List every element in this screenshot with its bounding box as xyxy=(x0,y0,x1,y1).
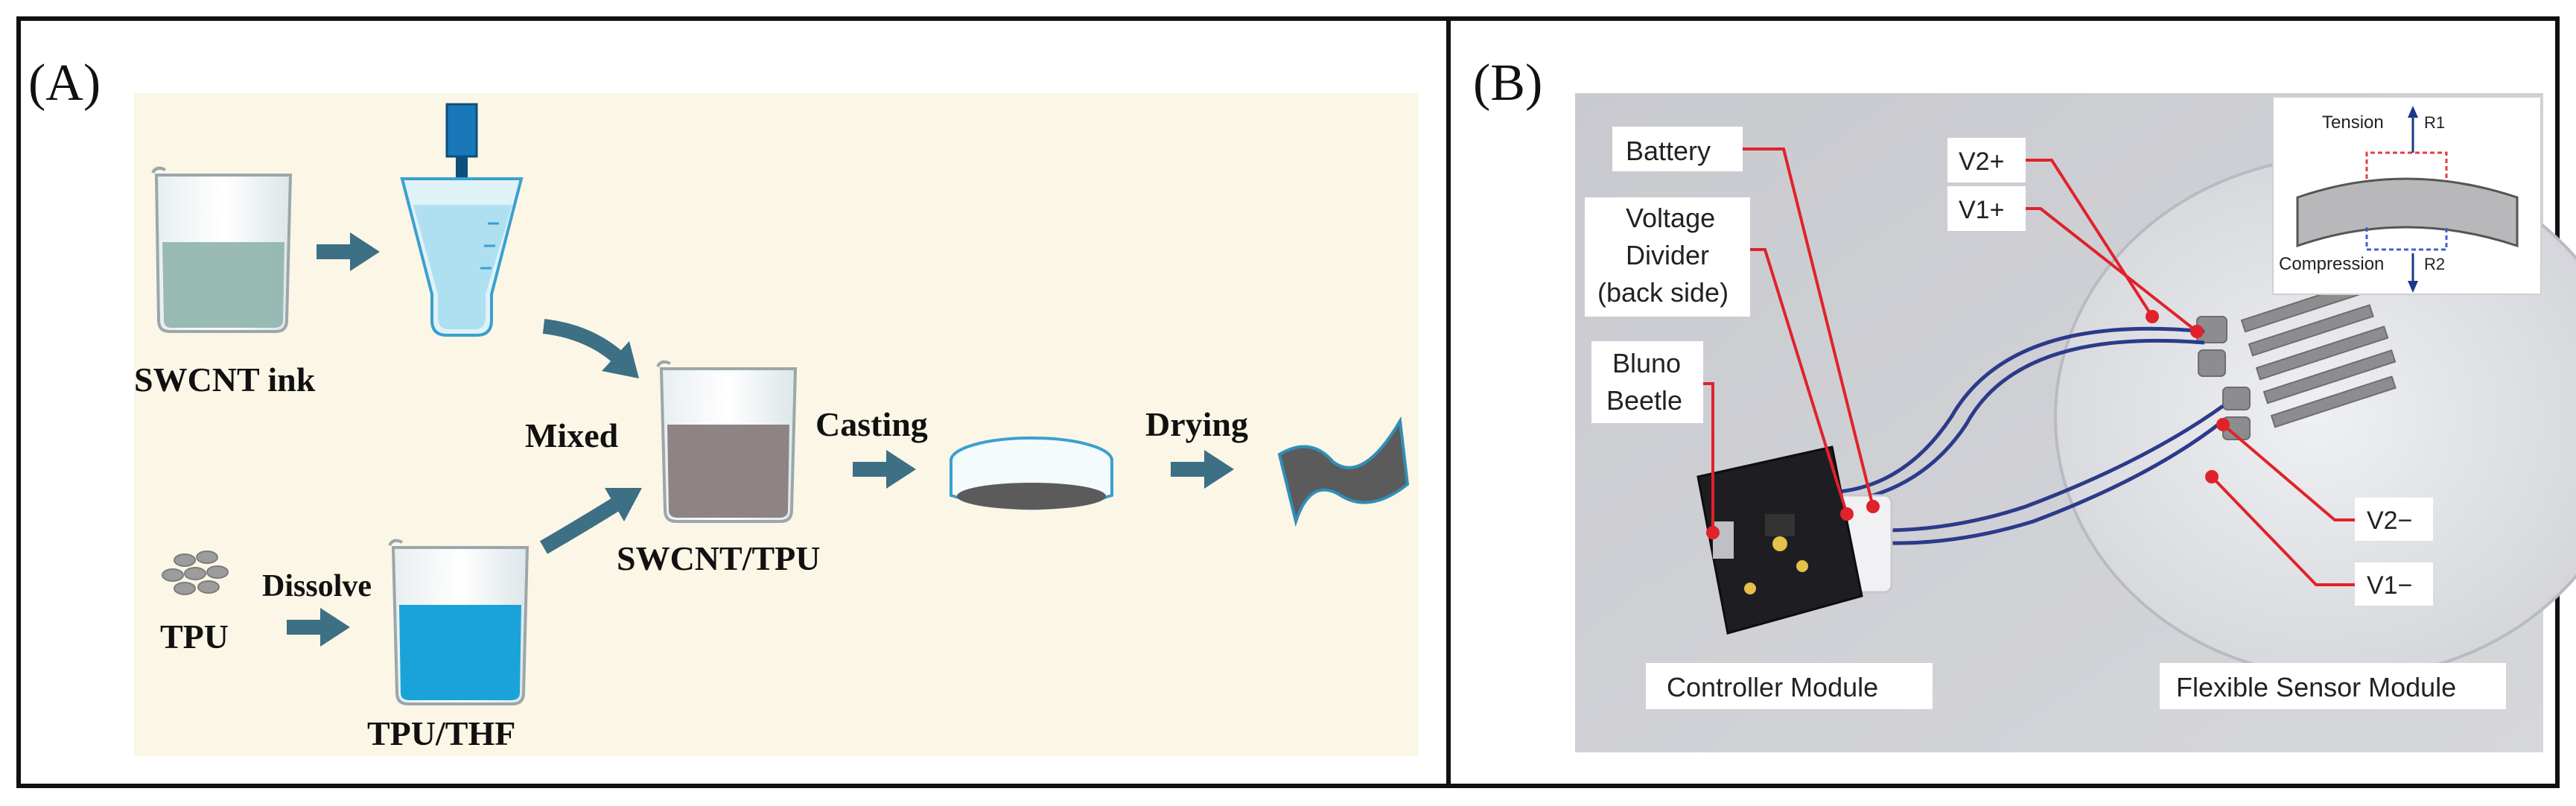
r1-label: R1 xyxy=(2424,113,2445,132)
controller-module-label: Controller Module xyxy=(1667,672,1878,702)
voltage-divider-line3: (back side) xyxy=(1597,277,1729,308)
bluno-line1: Bluno xyxy=(1612,348,1681,378)
arrow-icon xyxy=(287,608,350,647)
panel-b: Battery Voltage Divider (back side) Blun… xyxy=(1575,93,2576,752)
panel-b-label: (B) xyxy=(1473,54,1543,112)
swcnt-tpu-label: SWCNT/TPU xyxy=(617,539,820,577)
r2-label: R2 xyxy=(2424,255,2445,273)
v1-minus-label: V1− xyxy=(2367,571,2412,600)
voltage-divider-line2: Divider xyxy=(1626,240,1709,270)
arrow-icon xyxy=(317,232,380,271)
curved-arrow-icon xyxy=(539,488,642,554)
leader-dots xyxy=(1706,310,2230,539)
dissolve-label: Dissolve xyxy=(262,569,372,603)
bending-inset: Tension R1 Compression R2 xyxy=(2272,96,2542,295)
arrow-icon xyxy=(853,450,916,489)
bluno-line2: Beetle xyxy=(1606,385,1682,416)
sonicator-flask xyxy=(400,103,524,337)
voltage-divider-line1: Voltage xyxy=(1626,203,1715,233)
v2-minus-label: V2− xyxy=(2367,507,2412,535)
dried-film xyxy=(1277,416,1410,527)
panel-divider xyxy=(1446,16,1451,788)
curved-arrow-icon xyxy=(542,319,639,378)
v2-plus-label: V2+ xyxy=(1959,147,2004,176)
battery-label: Battery xyxy=(1626,136,1711,166)
mixed-label: Mixed xyxy=(525,416,619,454)
wires xyxy=(1839,326,2224,545)
tension-label: Tension xyxy=(2322,112,2384,133)
bluno-beetle-board xyxy=(1696,445,1863,635)
tpu-thf-beaker xyxy=(388,539,529,705)
flexible-sensor-module-label: Flexible Sensor Module xyxy=(2176,672,2456,702)
compression-label: Compression xyxy=(2279,254,2384,274)
petri-dish xyxy=(950,437,1113,510)
leader-lines xyxy=(1703,147,2355,586)
panel-a-label: (A) xyxy=(28,54,101,112)
swcnt-ink-label: SWCNT ink xyxy=(134,361,316,399)
panel-a: SWCNT ink Mixed SWCNT/TPU Casting xyxy=(134,93,1419,756)
tpu-thf-label: TPU/THF xyxy=(367,714,515,752)
swcnt-tpu-beaker xyxy=(656,360,798,523)
swcnt-ink-beaker xyxy=(151,166,293,333)
casting-label: Casting xyxy=(815,405,928,443)
tpu-label: TPU xyxy=(160,618,229,656)
tpu-pellets-icon xyxy=(162,550,229,595)
v1-plus-label: V1+ xyxy=(1959,196,2004,224)
drying-label: Drying xyxy=(1145,405,1248,443)
label-boxes xyxy=(1585,127,2506,709)
arrow-icon xyxy=(1171,450,1234,489)
